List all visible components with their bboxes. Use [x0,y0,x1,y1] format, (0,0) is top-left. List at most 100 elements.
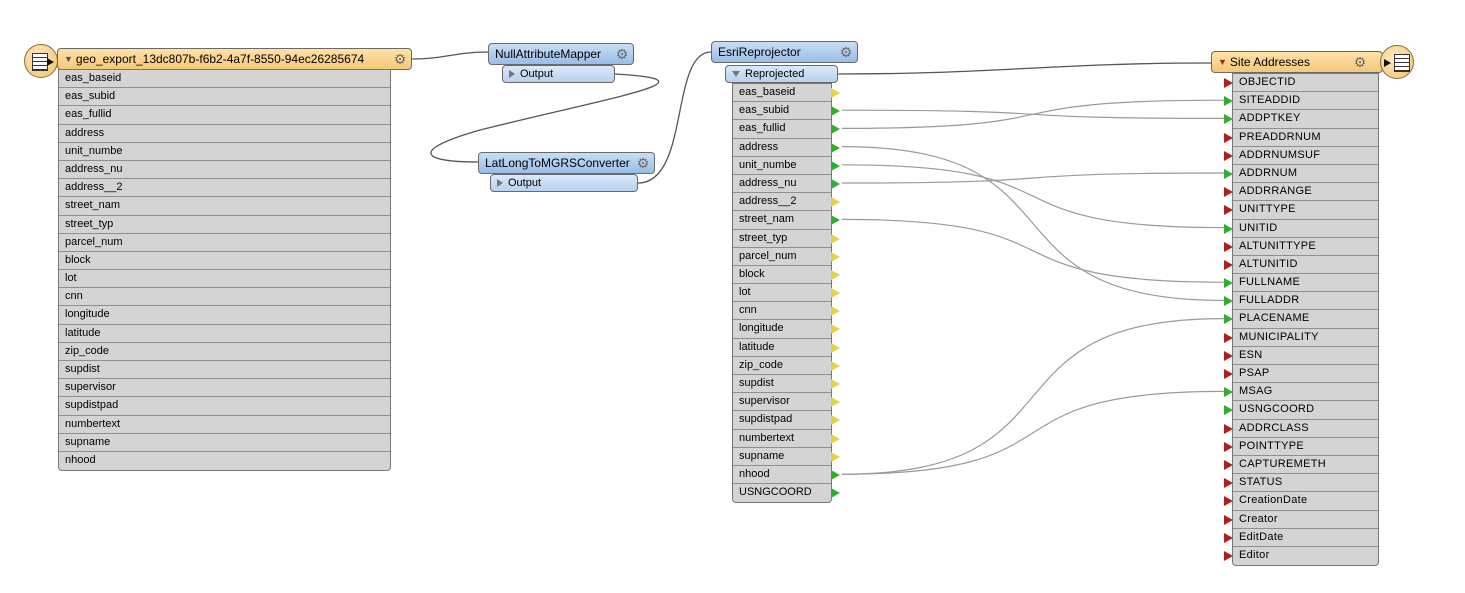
output-port-arrow-icon[interactable] [831,433,840,444]
writer-attribute-ALTUNITID[interactable]: ALTUNITID [1224,256,1378,275]
input-port-arrow-icon[interactable] [1224,78,1233,88]
writer-attribute-Editor[interactable]: Editor [1224,547,1378,565]
input-port-arrow-icon[interactable] [1224,478,1233,489]
attribute-link-eas_subid-ADDPTKEY[interactable] [841,109,1225,119]
reprojector-attribute-latitude[interactable]: latitude [733,339,840,357]
input-port-arrow-icon[interactable] [1224,296,1233,307]
reprojected-output-port[interactable]: Reprojected [725,65,838,83]
attribute-link-nhood-PLACENAME[interactable] [841,318,1225,475]
input-port-arrow-icon[interactable] [1224,187,1233,198]
reprojector-attribute-street_typ[interactable]: street_typ [733,230,840,248]
gear-icon[interactable]: ⚙ [839,44,853,60]
input-port-arrow-icon[interactable] [1224,459,1233,470]
reprojector-attribute-USNGCOORD[interactable]: USNGCOORD [733,484,840,502]
writer-attribute-ADDRRANGE[interactable]: ADDRRANGE [1224,183,1378,202]
attribute-link-eas_fullid-SITEADDID[interactable] [841,99,1225,129]
expand-arrow-icon[interactable] [497,179,503,187]
input-port-arrow-icon[interactable] [1224,350,1233,361]
input-port-arrow-icon[interactable] [1224,514,1233,525]
writer-attribute-MUNICIPALITY[interactable]: MUNICIPALITY [1224,329,1378,347]
gear-icon[interactable]: ⚙ [393,51,407,67]
input-port-arrow-icon[interactable] [1224,423,1233,434]
reader-attribute-eas_baseid[interactable]: eas_baseid [59,70,390,89]
output-port-arrow-icon[interactable] [831,88,840,98]
reader-attribute-block[interactable]: block [59,252,390,271]
attribute-link-nhood-MSAG[interactable] [841,390,1225,475]
reprojector-attribute-parcel_num[interactable]: parcel_num [733,248,840,266]
reader-attribute-cnn[interactable]: cnn [59,288,390,307]
reprojector-attribute-unit_numbe[interactable]: unit_numbe [733,157,840,175]
mgrs-converter-header[interactable]: LatLongToMGRSConverter ⚙ [478,152,655,174]
writer-attribute-EditDate[interactable]: EditDate [1224,529,1378,547]
input-port-arrow-icon[interactable] [1224,259,1233,270]
reader-attribute-eas_fullid[interactable]: eas_fullid [59,106,390,125]
reader-header[interactable]: ▼ geo_export_13dc807b-f6b2-4a7f-8550-94e… [57,48,412,70]
reprojector-attribute-street_nam[interactable]: street_nam [733,211,840,230]
reader-attribute-street_nam[interactable]: street_nam [59,197,390,216]
reprojector-attribute-supdistpad[interactable]: supdistpad [733,411,840,430]
input-port-arrow-icon[interactable] [1224,496,1233,507]
output-port-arrow-icon[interactable] [831,451,840,462]
writer-attribute-PLACENAME[interactable]: PLACENAME [1224,310,1378,329]
input-port-arrow-icon[interactable] [1224,132,1233,143]
reprojector-attribute-supname[interactable]: supname [733,448,840,466]
reader-attribute-supervisor[interactable]: supervisor [59,379,390,398]
input-port-arrow-icon[interactable] [1224,96,1233,107]
reprojector-attribute-zip_code[interactable]: zip_code [733,357,840,375]
writer-attribute-USNGCOORD[interactable]: USNGCOORD [1224,401,1378,420]
writer-header[interactable]: ▼ Site Addresses ⚙ [1211,51,1383,73]
reader-attribute-address__2[interactable]: address__2 [59,179,390,198]
writer-attribute-UNITID[interactable]: UNITID [1224,220,1378,238]
gear-icon[interactable]: ⚙ [636,155,650,171]
writer-attribute-ALTUNITTYPE[interactable]: ALTUNITTYPE [1224,238,1378,256]
output-port-arrow-icon[interactable] [831,324,840,335]
writer-attribute-ADDRCLASS[interactable]: ADDRCLASS [1224,420,1378,438]
collapse-arrow-icon[interactable]: ▼ [1218,57,1227,67]
reader-attribute-eas_subid[interactable]: eas_subid [59,88,390,107]
reader-to-null-mapper-wire[interactable] [411,51,489,60]
output-port-arrow-icon[interactable] [831,251,840,262]
reprojector-attribute-longitude[interactable]: longitude [733,320,840,339]
reader-attribute-longitude[interactable]: longitude [59,306,390,325]
reader-attribute-street_typ[interactable]: street_typ [59,216,390,234]
reader-attribute-zip_code[interactable]: zip_code [59,343,390,361]
input-port-arrow-icon[interactable] [1224,441,1233,452]
writer-attribute-POINTTYPE[interactable]: POINTTYPE [1224,438,1378,456]
output-port-arrow-icon[interactable] [831,215,840,226]
writer-attribute-Creator[interactable]: Creator [1224,511,1378,529]
input-port-arrow-icon[interactable] [1224,223,1233,234]
reader-attribute-latitude[interactable]: latitude [59,325,390,343]
reprojector-attribute-address[interactable]: address [733,139,840,157]
gear-icon[interactable]: ⚙ [615,46,629,62]
output-port-arrow-icon[interactable] [831,288,840,299]
reprojected-to-writer-wire[interactable] [837,62,1212,75]
reprojector-attribute-supdist[interactable]: supdist [733,375,840,394]
null-attribute-mapper-header[interactable]: NullAttributeMapper ⚙ [488,43,634,65]
output-port-arrow-icon[interactable] [831,397,840,408]
reader-attribute-address_nu[interactable]: address_nu [59,161,390,180]
gear-icon[interactable]: ⚙ [1353,54,1367,70]
writer-attribute-FULLNAME[interactable]: FULLNAME [1224,274,1378,293]
output-port-arrow-icon[interactable] [831,415,840,426]
output-port-arrow-icon[interactable] [831,269,840,280]
reprojector-attribute-nhood[interactable]: nhood [733,466,840,485]
reprojector-attribute-lot[interactable]: lot [733,284,840,303]
writer-attribute-UNITTYPE[interactable]: UNITTYPE [1224,201,1378,220]
writer-attribute-MSAG[interactable]: MSAG [1224,383,1378,402]
attribute-link-unit_numbe-UNITID[interactable] [841,164,1225,229]
reader-attribute-supdist[interactable]: supdist [59,361,390,380]
reader-attribute-unit_numbe[interactable]: unit_numbe [59,143,390,161]
reprojector-attribute-eas_baseid[interactable]: eas_baseid [733,84,840,103]
collapse-arrow-icon[interactable] [732,71,740,77]
output-port-arrow-icon[interactable] [831,342,840,353]
input-port-arrow-icon[interactable] [1224,241,1233,252]
output-port-arrow-icon[interactable] [831,488,840,499]
output-port-arrow-icon[interactable] [831,160,840,171]
input-port-arrow-icon[interactable] [1224,278,1233,289]
attribute-link-address_nu-ADDRNUM[interactable] [841,172,1225,184]
reprojector-attribute-address_nu[interactable]: address_nu [733,175,840,194]
output-port-arrow-icon[interactable] [831,124,840,135]
output-port-arrow-icon[interactable] [831,178,840,189]
input-port-arrow-icon[interactable] [1224,532,1233,543]
output-port-arrow-icon[interactable] [831,360,840,371]
